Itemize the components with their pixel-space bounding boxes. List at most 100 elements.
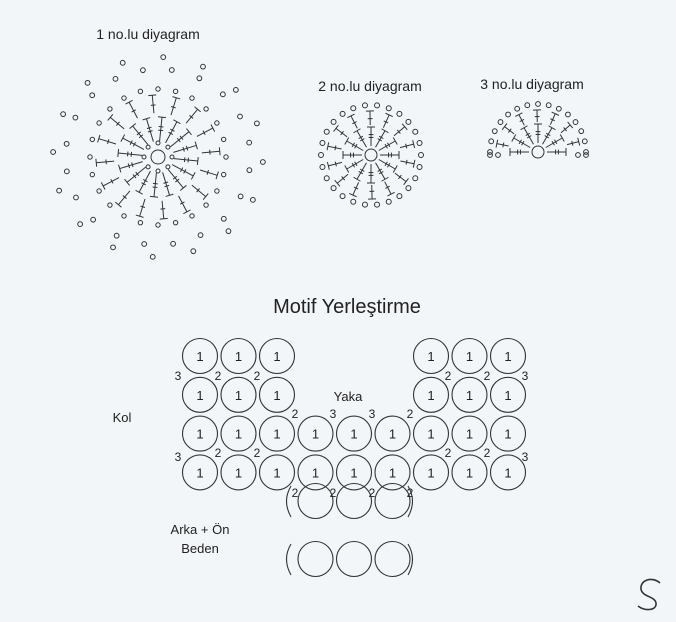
chain-stitch — [173, 220, 177, 224]
chain-stitch — [556, 106, 561, 111]
join-label: 3 — [175, 369, 182, 383]
chain-stitch — [573, 120, 578, 125]
chain-stitch — [138, 220, 142, 224]
chain-stitch — [417, 141, 422, 146]
stitch-top — [195, 107, 201, 112]
chain-stitch — [492, 129, 497, 134]
chain-stitch — [156, 223, 160, 227]
stitch-bar — [335, 145, 336, 150]
chain-stitch — [247, 140, 252, 145]
stitch-post — [192, 185, 206, 196]
stitch-top — [512, 135, 516, 142]
center-ring — [365, 149, 377, 161]
stitch-top — [150, 196, 158, 197]
stitch-top — [101, 182, 105, 189]
stitch-post — [96, 161, 114, 163]
stitch-top — [345, 138, 349, 145]
stitch-post — [118, 153, 142, 155]
stitch-post — [166, 122, 177, 143]
motif-number: 1 — [273, 427, 280, 442]
chain-stitch — [113, 76, 118, 81]
chain-stitch — [111, 245, 116, 250]
stitch-top — [521, 126, 528, 130]
join-label: 3 — [330, 407, 337, 421]
diagram-2-title: 2 no.lu diyagram — [318, 78, 422, 94]
chain-stitch — [156, 169, 160, 173]
chain-stitch — [417, 164, 422, 169]
stitch-post — [395, 173, 406, 181]
chain-stitch — [122, 96, 126, 100]
motif-number: 1 — [235, 427, 242, 442]
stitch-post — [120, 162, 143, 169]
chain-stitch — [506, 112, 511, 117]
stitch-top — [173, 120, 180, 124]
chain-stitch — [351, 106, 356, 111]
chain-stitch — [324, 176, 329, 181]
crochet-diagram-1 — [51, 55, 266, 260]
stitch-post — [546, 138, 562, 148]
chain-stitch — [201, 64, 206, 69]
chain-stitch — [85, 80, 90, 85]
motif-circle — [298, 542, 333, 577]
chain-stitch — [226, 229, 231, 234]
chain-stitch — [362, 103, 367, 108]
center-ring — [151, 150, 165, 164]
stitch-post — [357, 131, 367, 147]
stitch-bar — [171, 107, 176, 108]
stitch-post — [172, 165, 193, 176]
stitch-top — [560, 135, 564, 142]
chain-stitch — [57, 188, 62, 193]
stitch-bar — [183, 147, 184, 152]
crochet-diagram-2 — [319, 103, 424, 207]
stitch-post — [197, 128, 213, 136]
body-label-line1: Arka + Ön — [171, 522, 230, 537]
chain-stitch — [120, 60, 125, 65]
chain-stitch — [224, 155, 228, 159]
chain-stitch — [406, 119, 411, 124]
chain-stitch — [150, 254, 155, 259]
chain-stitch — [221, 172, 225, 176]
stitch-post — [162, 201, 164, 219]
chain-stitch — [386, 106, 391, 111]
chain-stitch — [90, 172, 94, 176]
join-label: 2 — [407, 486, 414, 500]
motif-number: 1 — [350, 427, 357, 442]
chain-stitch — [331, 186, 336, 191]
stitch-top — [382, 177, 389, 181]
chain-stitch — [260, 160, 265, 165]
stitch-post — [337, 174, 348, 183]
motif-number: 1 — [427, 388, 434, 403]
chain-stitch — [78, 222, 83, 227]
stitch-post — [514, 138, 530, 148]
stitch-top — [160, 218, 168, 219]
chain-stitch — [489, 139, 494, 144]
stitch-post — [170, 132, 189, 147]
stitch-top — [186, 129, 191, 135]
stitch-post — [543, 128, 553, 144]
stitch-top — [180, 185, 186, 190]
crochet-diagram-3 — [488, 102, 589, 158]
stitch-post — [179, 196, 187, 212]
chain-stitch — [576, 153, 581, 158]
diagram-1-title: 1 no.lu diyagram — [96, 26, 200, 42]
stitch-post — [123, 138, 144, 149]
chain-stitch — [525, 103, 530, 108]
join-label: 3 — [175, 450, 182, 464]
chain-stitch — [221, 216, 226, 221]
chain-stitch — [496, 153, 501, 158]
stitch-top — [96, 159, 97, 167]
stitch-bar — [163, 182, 168, 183]
motif-number: 1 — [466, 427, 473, 442]
stitch-bar — [108, 139, 109, 144]
stitch-bar — [128, 163, 129, 168]
stitch-bar — [335, 162, 336, 167]
join-label: 2 — [369, 486, 376, 500]
stitch-top — [183, 210, 190, 214]
chain-stitch — [142, 155, 146, 159]
motif-circle — [375, 542, 410, 577]
motif-number: 1 — [427, 427, 434, 442]
stitch-post — [146, 119, 153, 142]
motif-number: 1 — [350, 465, 357, 480]
chain-stitch — [536, 102, 541, 107]
stitch-top — [136, 190, 143, 194]
